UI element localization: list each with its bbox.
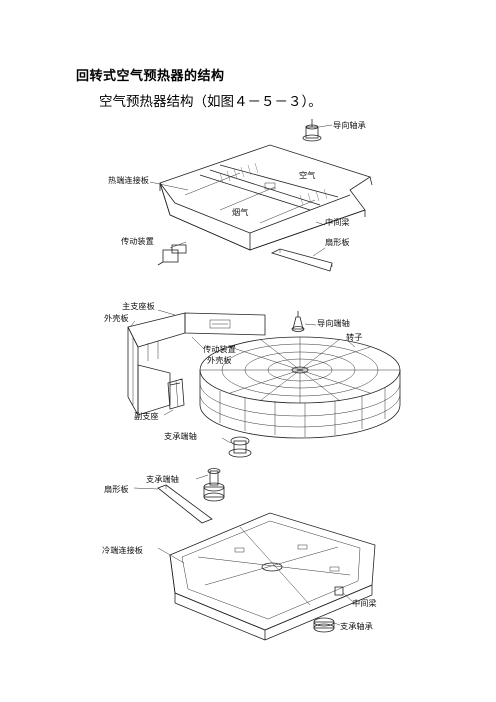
label-middle-beam-2: 中间梁 bbox=[352, 598, 377, 608]
label-drive-device: 传动装置 bbox=[121, 236, 154, 246]
label-support-end-shaft-2: 支承端轴 bbox=[146, 474, 179, 484]
guide-end-shaft-drawing bbox=[291, 311, 305, 332]
label-hot-end-plate: 热端连接板 bbox=[108, 175, 149, 185]
cold-end-housing-drawing bbox=[169, 512, 376, 641]
label-sector-plate: 扇形板 bbox=[325, 237, 350, 247]
page-heading: 回转式空气预热器的结构 bbox=[76, 69, 225, 84]
guide-bearing-drawing bbox=[302, 119, 322, 142]
intro-paragraph: 空气预热器结构（如图４－５－３）。 bbox=[99, 94, 322, 110]
support-bearing-drawing bbox=[313, 617, 335, 633]
label-guide-end-shaft: 导向端轴 bbox=[317, 318, 350, 328]
hot-end-housing-drawing bbox=[159, 144, 373, 251]
cold-end-assembly: 支承端轴 扇形板 冷端连接板 中间梁 支承轴承 bbox=[102, 468, 377, 641]
label-support-end-shaft: 支承端轴 bbox=[164, 431, 197, 441]
label-support-bearing: 支承轴承 bbox=[340, 621, 373, 631]
rotor-drawing bbox=[199, 336, 401, 439]
label-middle-beam: 中间梁 bbox=[325, 217, 350, 227]
sector-plate-drawing-2 bbox=[157, 484, 213, 524]
label-main-support-plate: 主支座板 bbox=[122, 301, 155, 311]
label-flue-gas: 烟气 bbox=[232, 207, 248, 217]
drive-device-drawing bbox=[157, 244, 187, 266]
outer-shell-drawing bbox=[127, 312, 266, 417]
label-rotor: 转子 bbox=[346, 332, 362, 342]
structure-drawing: 导向轴承 热端连接板 空气 烟气 传动装置 中间梁 扇形板 bbox=[102, 119, 401, 641]
support-end-shaft-drawing-2 bbox=[203, 468, 225, 502]
label-cold-end-plate: 冷端连接板 bbox=[102, 545, 143, 555]
label-outer-shell-plate-top: 外壳板 bbox=[104, 313, 129, 323]
label-sector-plate-2: 扇形板 bbox=[104, 484, 129, 494]
label-drive-device-2: 传动装置 bbox=[203, 344, 236, 354]
label-secondary-support: 副支座 bbox=[134, 411, 159, 421]
label-air: 空气 bbox=[299, 170, 315, 180]
support-end-shaft-drawing bbox=[228, 436, 252, 458]
preheater-structure-figure: 导向轴承 热端连接板 空气 烟气 传动装置 中间梁 扇形板 bbox=[100, 115, 416, 655]
secondary-support-drawing bbox=[167, 378, 185, 410]
rotor-assembly: 主支座板 外壳板 导向端轴 转子 传动装置 外壳板 副支座 支承端轴 bbox=[104, 301, 401, 458]
label-outer-shell-plate: 外壳板 bbox=[207, 355, 232, 365]
label-guide-bearing: 导向轴承 bbox=[333, 120, 366, 130]
sector-plate-drawing bbox=[270, 248, 333, 272]
hot-end-assembly: 导向轴承 热端连接板 空气 烟气 传动装置 中间梁 扇形板 bbox=[108, 119, 373, 272]
